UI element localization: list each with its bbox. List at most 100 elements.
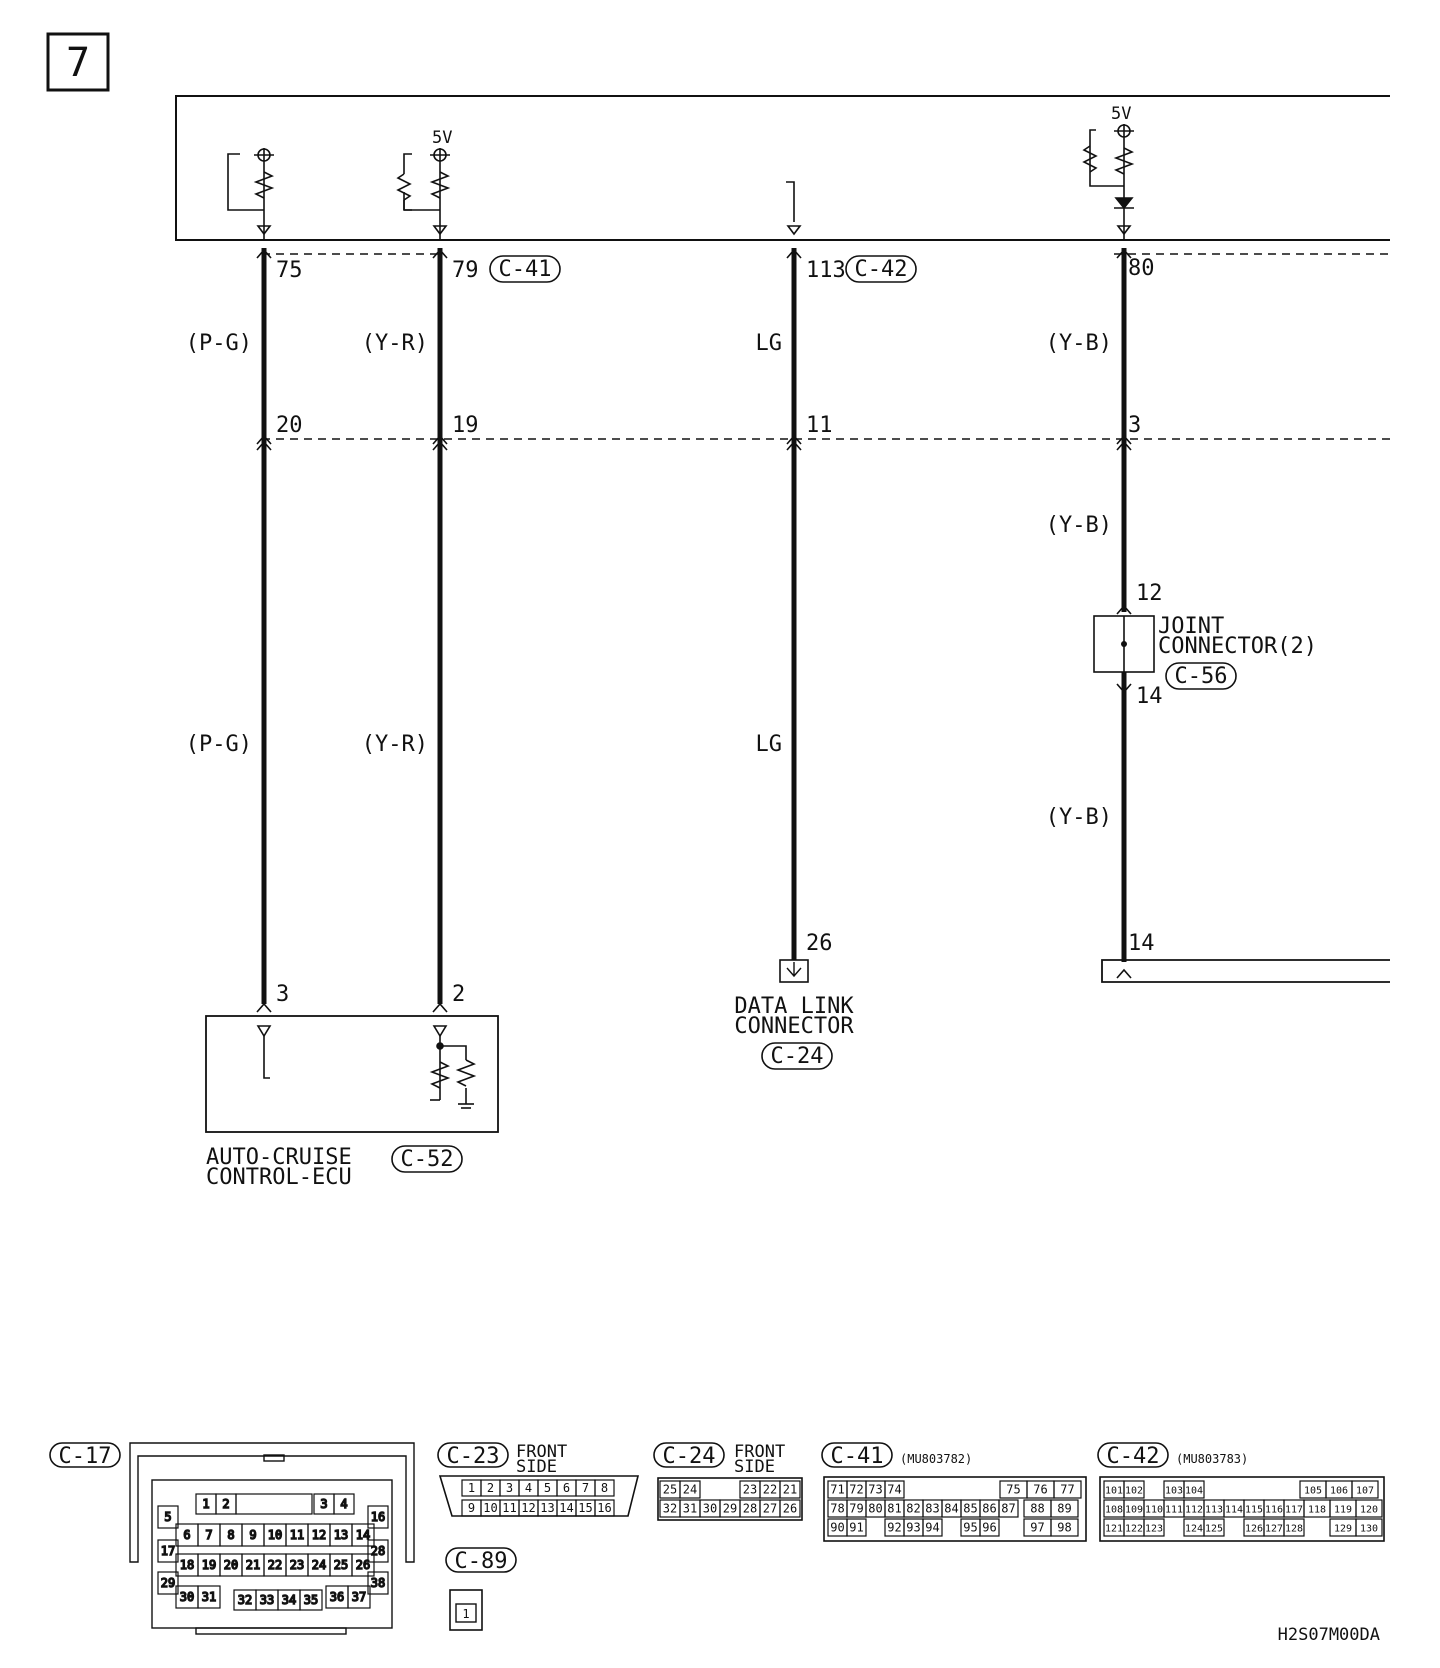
- pin-label: 102: [1125, 1486, 1143, 1497]
- pin-label: 118: [1308, 1505, 1326, 1516]
- pin-label: 7: [582, 1481, 589, 1495]
- pin-label: 84: [944, 1502, 958, 1516]
- pin-label: 123: [1145, 1524, 1163, 1535]
- connector-c23-face: [438, 1475, 640, 1517]
- joint-connector-name-line1: JOINT: [1158, 614, 1224, 639]
- pin-label: 74: [887, 1483, 901, 1497]
- pin-cell: [979, 1518, 1000, 1537]
- connector-code: C-41: [499, 257, 552, 282]
- pin-cell: [1050, 1499, 1079, 1518]
- pin-label: 28: [371, 1544, 385, 1558]
- pin-cell: [333, 1493, 355, 1515]
- pin-label: 25: [663, 1483, 677, 1497]
- pin-label: 23: [290, 1558, 304, 1572]
- pin-label: 31: [683, 1502, 697, 1516]
- pin-label: 21: [246, 1558, 260, 1572]
- pin-label: 71: [830, 1483, 844, 1497]
- pin-number: 19: [452, 413, 479, 438]
- pin-label: 107: [1356, 1486, 1374, 1497]
- pin-label: 73: [868, 1483, 882, 1497]
- pin-label: 11: [290, 1528, 304, 1542]
- pin-cell: [922, 1518, 943, 1537]
- connector-code: C-52: [401, 1147, 454, 1172]
- pin-cell: [1143, 1518, 1165, 1537]
- pin-label: 103: [1165, 1486, 1183, 1497]
- connector-badge: [489, 255, 561, 283]
- pin-label: 4: [340, 1497, 347, 1511]
- pin-cell: [347, 1585, 371, 1609]
- connector-code: C-24: [663, 1444, 716, 1469]
- pin-label: 82: [906, 1502, 920, 1516]
- pin-label: 28: [743, 1502, 757, 1516]
- pin-label: 105: [1304, 1486, 1322, 1497]
- connector-badge: [1165, 662, 1237, 690]
- pin-label: 10: [483, 1501, 497, 1515]
- pin-cell: [1203, 1518, 1225, 1537]
- wire-color-label: (Y-R): [362, 331, 428, 356]
- connector-c24-housing: [657, 1477, 803, 1521]
- ecu-circuit-pin113: [786, 181, 802, 236]
- pin-label: 6: [563, 1481, 570, 1495]
- pin-label: 30: [180, 1590, 194, 1604]
- pin-number: 12: [1136, 581, 1163, 606]
- pin-cell: [157, 1571, 179, 1595]
- pin-label: 81: [887, 1502, 901, 1516]
- pin-label: 7: [205, 1528, 212, 1542]
- pin-label: 122: [1125, 1524, 1143, 1535]
- pin-label: 89: [1057, 1502, 1071, 1516]
- pin-label: 13: [334, 1528, 348, 1542]
- pin-label: 8: [227, 1528, 234, 1542]
- connector-badge: [1097, 1442, 1169, 1468]
- pin-label: 24: [683, 1483, 697, 1497]
- pin-label: 115: [1245, 1505, 1263, 1516]
- pin-cell: [779, 1499, 801, 1518]
- pin-label: 38: [371, 1576, 385, 1590]
- pin-cell: [1183, 1480, 1205, 1499]
- pin-label: 78: [830, 1502, 844, 1516]
- pin-label: 9: [468, 1501, 475, 1515]
- pin-label: 37: [352, 1590, 366, 1604]
- pin-label: 21: [783, 1483, 797, 1497]
- pin-label: 130: [1360, 1524, 1378, 1535]
- pin-label: 80: [868, 1502, 882, 1516]
- pin-label: 9: [249, 1528, 256, 1542]
- pin-label: 90: [830, 1521, 844, 1535]
- pin-label: 33: [260, 1593, 274, 1607]
- pin-cell: [235, 1493, 313, 1515]
- connector-code: C-24: [771, 1044, 824, 1069]
- pin-label: 16: [371, 1510, 385, 1524]
- pin-cell: [367, 1571, 389, 1595]
- pin-cell: [1053, 1480, 1082, 1499]
- pin-label: 18: [180, 1558, 194, 1572]
- pin-number: 3: [1128, 413, 1141, 438]
- connector-code: C-41: [831, 1444, 884, 1469]
- pin-label: 12: [312, 1528, 326, 1542]
- pin-cell: [367, 1539, 389, 1563]
- pin-cell: [884, 1480, 905, 1499]
- pin-label: 1: [202, 1497, 209, 1511]
- pin-label: 26: [783, 1502, 797, 1516]
- pin-cell: [351, 1553, 375, 1577]
- pin-label: 112: [1185, 1505, 1203, 1516]
- joint-connector-name-line2: CONNECTOR(2): [1158, 634, 1317, 659]
- pin-number: 11: [806, 413, 833, 438]
- connector-badge: [49, 1442, 121, 1468]
- connector-code: C-42: [855, 257, 908, 282]
- auto-cruise-ecu-name-line2: CONTROL-ECU: [206, 1165, 352, 1190]
- connector-badge: [761, 1042, 833, 1070]
- pin-label: 34: [282, 1593, 296, 1607]
- pin-number: 79: [452, 258, 479, 283]
- pin-label: 12: [521, 1501, 535, 1515]
- wire-color-label: (Y-R): [362, 732, 428, 757]
- pin-label: 87: [1001, 1502, 1015, 1516]
- pin-cell: [299, 1589, 323, 1611]
- pin-label: 4: [525, 1481, 532, 1495]
- pin-label: 116: [1265, 1505, 1283, 1516]
- pin-number: 75: [276, 258, 303, 283]
- pin-label: 117: [1285, 1505, 1303, 1516]
- pin-label: 22: [763, 1483, 777, 1497]
- connector-part-number: (MU803782): [900, 1452, 972, 1466]
